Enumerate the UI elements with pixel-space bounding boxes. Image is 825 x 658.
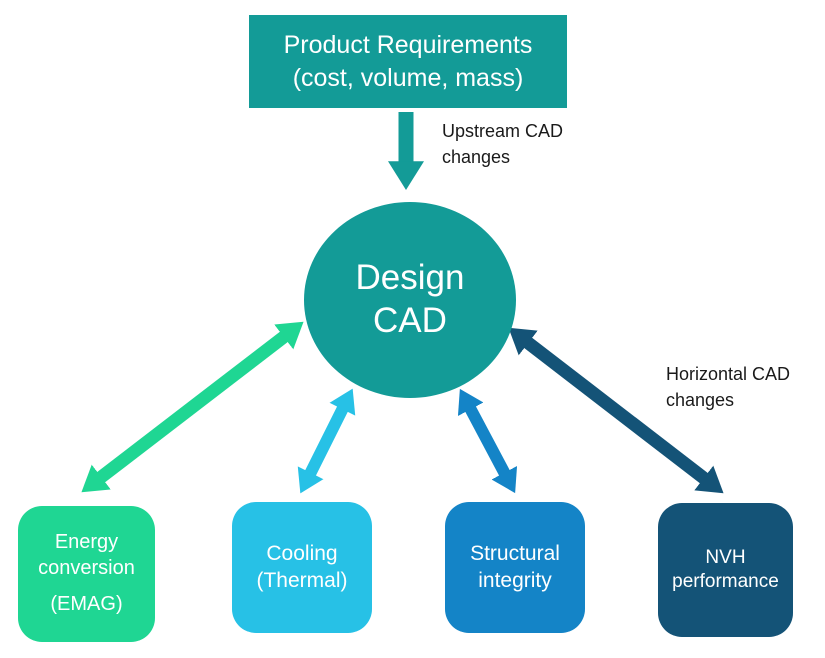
- product-requirements-box: Product Requirements (cost, volume, mass…: [249, 15, 567, 108]
- nvh-link-arrow: [508, 327, 724, 494]
- structural-link-arrow: [457, 388, 518, 494]
- design-cad-label: Design CAD: [355, 258, 465, 340]
- energy-conversion-box: Energy conversion (EMAG): [18, 506, 155, 642]
- nvh-performance-box: NVH performance: [658, 503, 793, 637]
- cooling-thermal-label: Cooling (Thermal): [256, 541, 348, 592]
- horizontal-changes-label: Horizontal CAD changes: [666, 364, 791, 410]
- energy-link-arrow: [81, 321, 304, 493]
- structural-integrity-box: Structural integrity: [445, 502, 585, 633]
- product-requirements-label: Product Requirements (cost, volume, mass…: [283, 30, 533, 92]
- cooling-link-arrow: [297, 388, 356, 494]
- upstream-changes-label: Upstream CAD changes: [442, 121, 564, 167]
- structural-integrity-label: Structural integrity: [470, 541, 560, 592]
- cooling-thermal-box: Cooling (Thermal): [232, 502, 372, 633]
- energy-conversion-label: Energy conversion: [38, 531, 135, 579]
- design-cad-circle: Design CAD: [304, 202, 516, 398]
- nvh-performance-label: NVH performance: [672, 546, 779, 592]
- energy-conversion-sublabel: (EMAG): [50, 593, 123, 616]
